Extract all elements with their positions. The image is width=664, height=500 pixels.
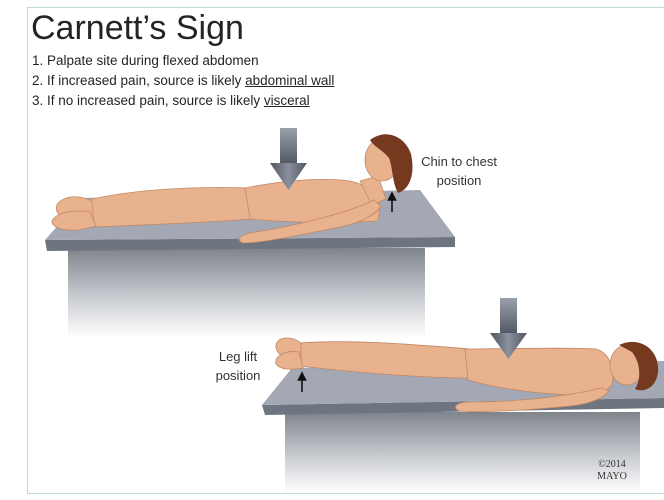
figure-1-legs [88, 188, 252, 228]
table-1-pedestal [68, 248, 425, 338]
copyright-year: ©2014 [598, 459, 626, 470]
leg-lift-label-line-2: position [216, 368, 261, 383]
arrow-1-shaft [280, 128, 297, 165]
leg-lift-label-line-1: Leg lift [219, 349, 258, 364]
chin-to-chest-label-line-2: position [437, 173, 482, 188]
chin-to-chest-label-line-1: Chin to chest [421, 154, 497, 169]
table-2-pedestal [285, 412, 640, 493]
arrow-2-shaft [500, 298, 517, 335]
copyright-owner: MAYO [597, 471, 627, 482]
